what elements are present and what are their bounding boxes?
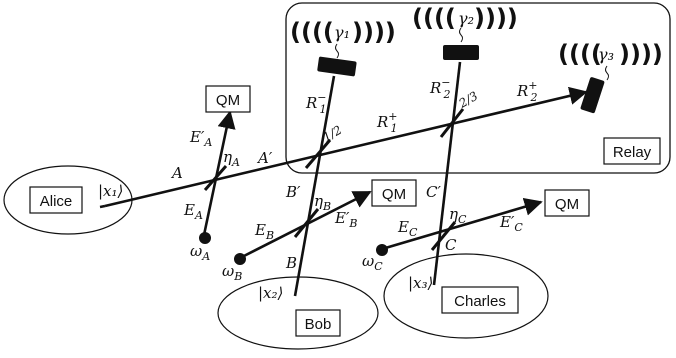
detector-3-wire	[605, 65, 609, 81]
oscillator-B-dot	[234, 253, 246, 265]
label-E-prime-A: E′A	[189, 128, 212, 149]
label-R1-plus: R+1	[376, 110, 398, 135]
beam-splitter-relay-2	[439, 108, 465, 138]
beam-EA-to-QM	[202, 110, 236, 236]
charles-box	[441, 286, 519, 314]
charles-label: Charles	[454, 293, 506, 310]
state-x1: |x₁⟩	[98, 182, 123, 200]
state-x3: |x₃⟩	[408, 274, 433, 292]
relay-enclosure	[285, 2, 671, 174]
label-E-prime-B: E′B	[334, 209, 357, 230]
wave-left-3-icon: ((((	[558, 40, 602, 68]
mode-A: A	[170, 164, 183, 182]
qm-a-label: QM	[216, 92, 240, 109]
bob-box	[295, 309, 341, 337]
beam-alice-input-x1	[99, 204, 106, 209]
label-eta-C: ηC	[449, 205, 467, 226]
label-E-C: EC	[397, 218, 418, 239]
mode-C-prime: C′	[426, 183, 441, 201]
beam-splitter-A	[203, 165, 228, 191]
mode-C: C	[445, 236, 457, 254]
beam-splitter-relay-1	[304, 139, 332, 169]
mode-B-prime: B′	[285, 183, 301, 201]
photon-gamma-2: γ₂	[458, 9, 474, 28]
label-R1-minus: R−1	[305, 91, 327, 116]
oscillator-C-dot	[376, 244, 388, 256]
label-E-A: EA	[183, 201, 203, 222]
detector-2-wire	[459, 27, 463, 43]
wave-left-2-icon: ((((	[412, 4, 456, 32]
qm-a-box	[205, 85, 251, 113]
wave-right-3-icon: ))))	[619, 40, 663, 68]
label-omega-B: ωB	[222, 262, 242, 283]
relay-label: Relay	[613, 144, 652, 161]
ratio-2-3: 2/3	[456, 89, 481, 111]
label-E-B: EB	[254, 221, 274, 242]
photon-gamma-3: γ₃	[598, 45, 614, 64]
relay-box	[603, 137, 661, 165]
qm-b-box	[371, 179, 417, 207]
label-E-prime-C: E′C	[499, 213, 523, 234]
label-omega-C: ωC	[362, 252, 383, 273]
detector-1-wire	[335, 43, 339, 59]
bob-label: Bob	[305, 316, 332, 333]
label-R2-minus: R−2	[429, 76, 451, 101]
alice-label: Alice	[40, 193, 73, 210]
qm-b-label: QM	[382, 186, 406, 203]
detector-3	[580, 77, 605, 114]
detector-1	[317, 56, 357, 77]
mode-B: B	[285, 254, 297, 272]
alice-box	[29, 186, 83, 214]
qm-c-label: QM	[555, 196, 579, 213]
wave-right-2-icon: ))))	[474, 4, 518, 32]
beam-splitter-B	[293, 208, 320, 238]
beam-splitter-C	[430, 221, 457, 251]
photon-gamma-1: γ₁	[334, 23, 350, 42]
label-R2-plus: R+2	[516, 79, 538, 104]
qm-c-box	[544, 189, 590, 217]
beam-alice-to-relay	[104, 86, 588, 208]
beam-bob-to-detector1	[293, 75, 336, 297]
wave-left-1-icon: ((((	[290, 18, 334, 46]
oscillator-A-dot	[199, 232, 211, 244]
state-x2: |x₂⟩	[258, 284, 283, 302]
wave-right-1-icon: ))))	[352, 18, 396, 46]
mode-A-prime: A′	[256, 149, 273, 167]
beam-EC-to-QM	[381, 197, 543, 251]
charles-ellipse	[383, 253, 549, 339]
beam-charles-to-detector2	[432, 61, 462, 286]
label-eta-B: ηB	[314, 192, 331, 213]
label-omega-A: ωA	[190, 242, 210, 263]
detector-2	[443, 45, 479, 60]
label-eta-A: ηA	[223, 148, 240, 169]
